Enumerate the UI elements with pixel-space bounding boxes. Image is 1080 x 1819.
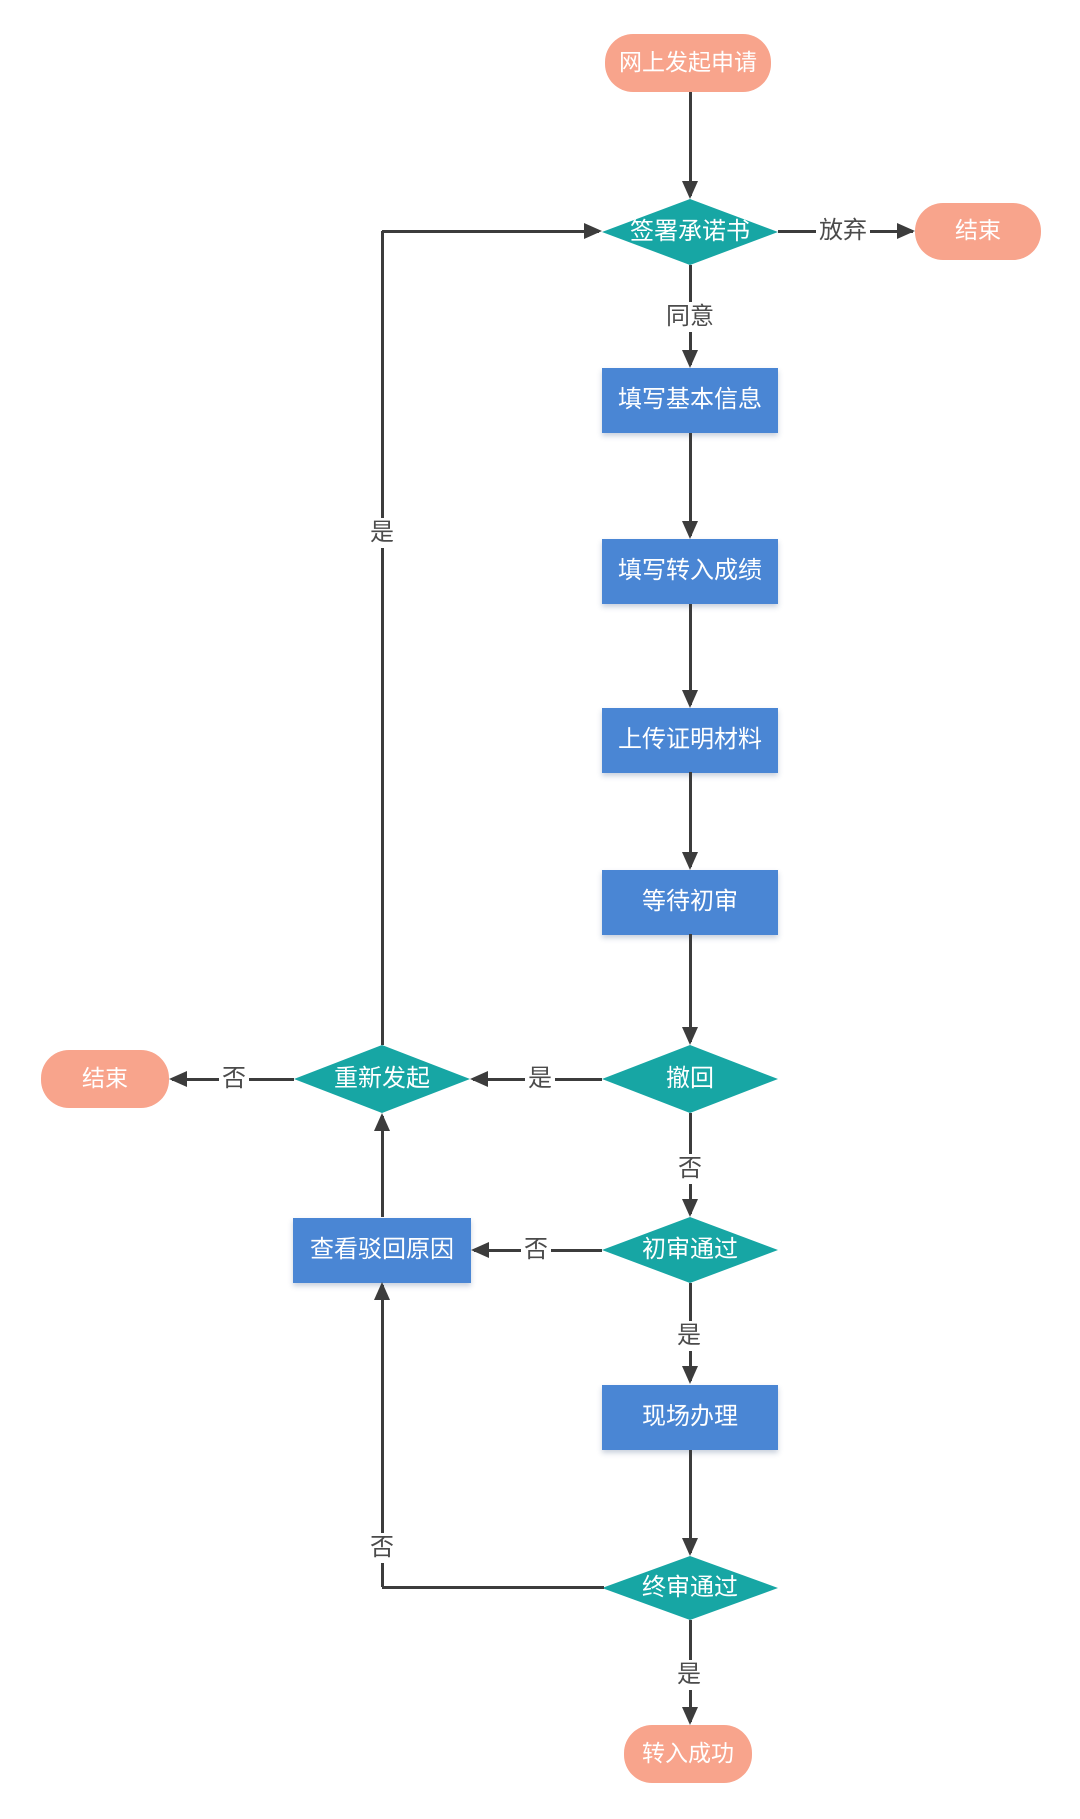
node-label: 结束: [82, 1065, 128, 1092]
node-sign-commitment: 签署承诺书: [602, 199, 778, 265]
node-onsite-processing: 现场办理: [602, 1384, 778, 1450]
arrowhead-down-icon: [682, 1538, 698, 1556]
arrowhead-down-icon: [682, 1027, 698, 1045]
node-label: 重新发起: [334, 1064, 430, 1092]
edge-line-restart-yes-to-sign: [382, 229, 599, 233]
node-fill-transfer-scores: 填写转入成绩: [602, 538, 778, 604]
edge-line-restart-yes-to-sign: [380, 231, 384, 1045]
node-end-left: 结束: [41, 1050, 169, 1108]
arrowhead-down-icon: [682, 350, 698, 368]
node-label: 网上发起申请: [619, 49, 757, 76]
edge-line-wait-to-withdraw: [688, 934, 692, 1042]
node-restart: 重新发起: [294, 1045, 470, 1113]
arrowhead-up-icon: [374, 1113, 390, 1131]
arrowhead-down-icon: [682, 181, 698, 199]
node-view-reject-reason: 查看驳回原因: [293, 1217, 471, 1283]
edge-label-finalpass-no-to-reason: 否: [367, 1533, 397, 1563]
edge-label-finalpass-yes-to-success: 是: [674, 1660, 704, 1690]
arrowhead-right-icon: [584, 223, 602, 239]
edge-label-sign-giveup-to-end: 放弃: [816, 216, 870, 246]
node-start-online-application: 网上发起申请: [605, 34, 771, 92]
arrowhead-down-icon: [682, 690, 698, 708]
node-label: 查看驳回原因: [310, 1235, 454, 1263]
node-label: 撤回: [666, 1064, 714, 1092]
edge-label-firstpass-yes-to-onsite: 是: [674, 1321, 704, 1351]
node-first-review-pass: 初审通过: [602, 1217, 778, 1283]
arrowhead-down-icon: [682, 1707, 698, 1725]
edge-line-basic-to-scores: [688, 433, 692, 536]
arrowhead-down-icon: [682, 1366, 698, 1384]
arrowhead-right-icon: [897, 223, 915, 239]
arrowhead-up-icon: [374, 1282, 390, 1300]
edge-line-upload-to-wait: [688, 772, 692, 867]
node-withdraw: 撤回: [602, 1045, 778, 1113]
node-label: 等待初审: [642, 887, 738, 915]
node-label: 上传证明材料: [618, 725, 762, 753]
node-transfer-success: 转入成功: [624, 1725, 752, 1783]
arrowhead-left-icon: [471, 1242, 489, 1258]
node-label: 填写基本信息: [618, 385, 762, 413]
edge-label-withdraw-no-to-firstpass: 否: [675, 1154, 705, 1184]
node-final-review-pass: 终审通过: [602, 1556, 778, 1620]
edge-label-restart-yes-to-sign: 是: [367, 518, 397, 548]
node-fill-basic-info: 填写基本信息: [602, 367, 778, 433]
edge-label-withdraw-yes-to-restart: 是: [525, 1064, 555, 1094]
arrowhead-down-icon: [682, 521, 698, 539]
node-label: 转入成功: [642, 1740, 734, 1767]
node-end-top: 结束: [915, 202, 1041, 260]
edge-line-finalpass-no-to-reason: [382, 1585, 604, 1589]
arrowhead-down-icon: [682, 1199, 698, 1217]
edge-label-sign-agree-to-basic: 同意: [663, 302, 717, 332]
edge-label-firstpass-no-to-reason: 否: [521, 1235, 551, 1265]
node-label: 初审通过: [642, 1235, 738, 1263]
arrowhead-left-icon: [169, 1071, 187, 1087]
node-label: 终审通过: [642, 1573, 738, 1601]
node-upload-materials: 上传证明材料: [602, 707, 778, 773]
edge-line-start-to-sign: [688, 92, 692, 196]
node-label: 签署承诺书: [630, 217, 750, 245]
node-wait-first-review: 等待初审: [602, 869, 778, 935]
node-label: 现场办理: [642, 1402, 738, 1430]
arrowhead-left-icon: [470, 1071, 488, 1087]
edge-line-finalpass-no-to-reason: [380, 1285, 384, 1587]
node-label: 填写转入成绩: [618, 556, 762, 584]
edge-line-scores-to-upload: [688, 604, 692, 705]
edge-line-reason-to-restart: [380, 1116, 384, 1217]
edge-label-restart-no-to-end: 否: [219, 1064, 249, 1094]
node-label: 结束: [955, 217, 1001, 244]
edge-line-onsite-to-finalpass: [688, 1450, 692, 1553]
arrowhead-down-icon: [682, 852, 698, 870]
